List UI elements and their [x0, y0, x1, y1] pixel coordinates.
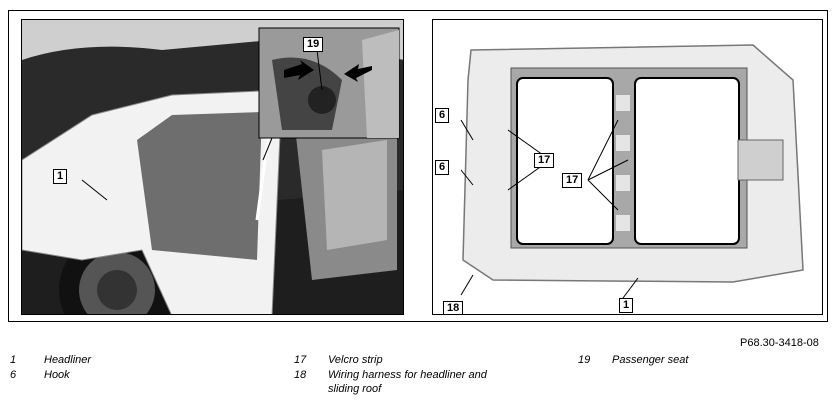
legend-num: 6: [10, 369, 17, 381]
callout-19: 19: [303, 37, 324, 52]
legend-text-continued: sliding roof: [328, 383, 382, 395]
legend-num: 18: [294, 369, 307, 381]
legend-text: Headliner: [44, 354, 92, 366]
legend-num: 1: [10, 354, 17, 366]
callout-18: 18: [443, 301, 464, 314]
legend-col-2: 17 Velcro strip 18 Wiring harness for he…: [294, 353, 554, 403]
legend-text: Passenger seat: [612, 354, 689, 366]
legend-text: Wiring harness for headliner and: [328, 369, 487, 381]
figure-frame: 1 19 6 6 17 17 18 1: [8, 10, 828, 322]
legend-text: Hook: [44, 369, 70, 381]
callout-17-right: 17: [562, 173, 583, 188]
legend-col-3: 19 Passenger seat: [578, 353, 778, 373]
callout-1-right: 1: [619, 298, 634, 313]
vehicle-photo-panel: 1 19: [21, 19, 404, 315]
callout-17-left: 17: [534, 153, 555, 168]
figure-reference: P68.30-3418-08: [740, 337, 819, 349]
vehicle-illustration: [22, 20, 403, 314]
callout-6-lower: 6: [435, 160, 450, 175]
legend-num: 17: [294, 354, 307, 366]
legend-text: Velcro strip: [328, 354, 383, 366]
legend-col-1: 1 Headliner 6 Hook: [10, 353, 210, 393]
legend-num: 19: [578, 354, 591, 366]
callout-6-upper: 6: [435, 108, 450, 123]
callout-1-left: 1: [53, 169, 68, 184]
headliner-drawing-panel: 6 6 17 17 18 1: [432, 19, 823, 315]
headliner-illustration: [460, 44, 804, 299]
